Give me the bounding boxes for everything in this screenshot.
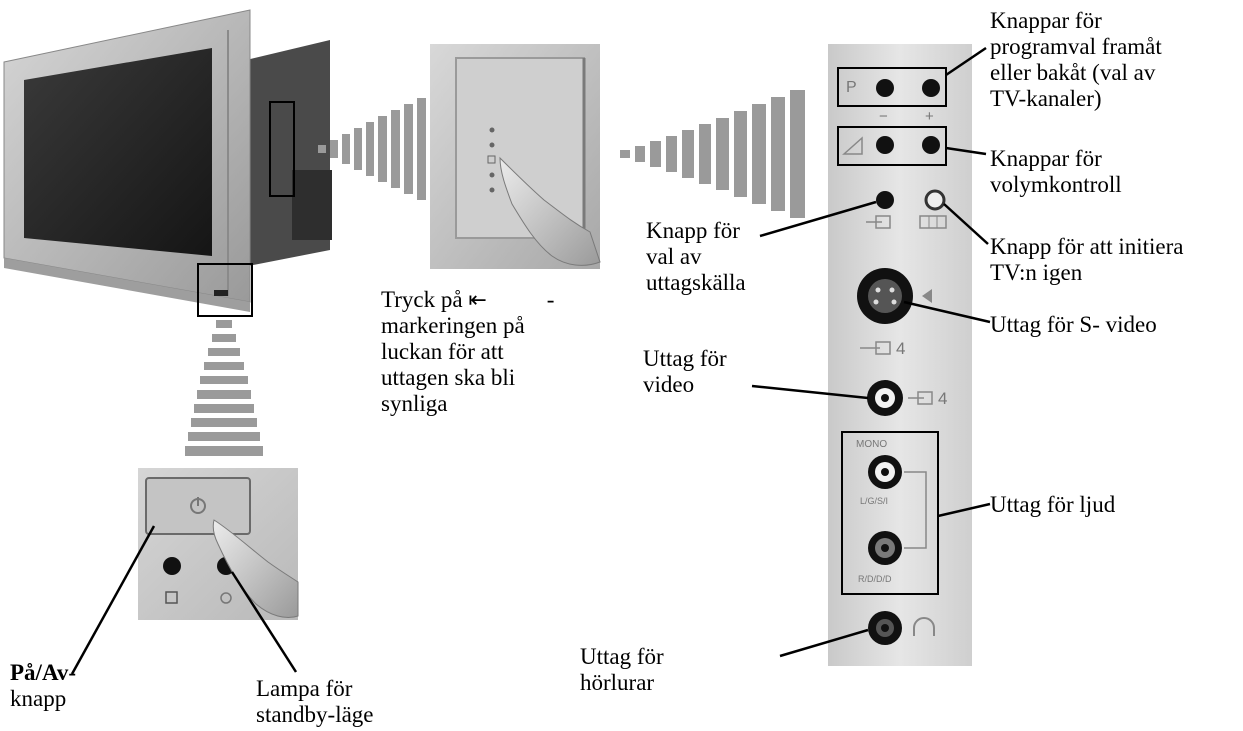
label-standby: Lampa för standby-läge xyxy=(256,676,374,727)
door-marking-icon: ⇤ xyxy=(468,288,487,313)
volume-down-button[interactable] xyxy=(876,136,894,154)
svg-text:−: − xyxy=(879,108,888,125)
input-select-button[interactable] xyxy=(876,191,894,209)
reset-button[interactable] xyxy=(924,189,946,211)
label-volume-buttons: Knappar för volymkontroll xyxy=(990,146,1122,197)
hand-pointing-icon xyxy=(499,156,601,266)
svg-text:L/G/S/I: L/G/S/I xyxy=(860,496,888,506)
video-input-icon xyxy=(908,391,933,405)
zoom-ray-panel xyxy=(620,90,805,218)
zoom-ray-side xyxy=(318,98,426,200)
channel-minus-button[interactable] xyxy=(876,79,894,97)
power-closeup xyxy=(138,468,299,620)
svg-text:R/D/D/D: R/D/D/D xyxy=(858,574,892,584)
volume-up-button[interactable] xyxy=(922,136,940,154)
label-input-select: Knapp för val av uttagskälla xyxy=(646,218,746,295)
input-select-icon xyxy=(866,215,891,229)
label-svideo: Uttag för S- video xyxy=(990,312,1157,337)
door-closeup xyxy=(430,44,601,269)
hand-pressing-icon xyxy=(212,519,299,618)
svg-text:MONO: MONO xyxy=(856,439,887,450)
label-headphones: Uttag för hörlurar xyxy=(580,644,664,695)
svg-text:4: 4 xyxy=(896,339,905,358)
svg-text:4: 4 xyxy=(938,389,947,408)
channel-plus-button[interactable] xyxy=(922,79,940,97)
label-power-button-line2: knapp xyxy=(10,686,67,711)
svg-text:+: + xyxy=(925,108,934,125)
zoom-ray-bottom xyxy=(185,320,263,456)
label-channel-buttons: Knappar för programval framåt eller bakå… xyxy=(990,8,1162,111)
leader-lines xyxy=(70,46,991,675)
headphone-icon xyxy=(913,617,935,636)
label-door-line1: Tryck på ⇤- xyxy=(381,287,555,313)
reset-icon xyxy=(919,215,947,229)
volume-icon xyxy=(842,136,863,155)
tv-illustration xyxy=(3,9,332,317)
svideo-input-icon xyxy=(860,341,891,355)
label-reset-button: Knapp för att initiera TV:n igen xyxy=(990,234,1184,285)
label-door-instructions: markeringen på luckan för att uttagen sk… xyxy=(381,313,525,416)
connector-panel: P − + xyxy=(828,44,972,666)
label-video: Uttag för video xyxy=(643,346,727,397)
label-power-button: På/Av- xyxy=(10,660,77,685)
label-audio: Uttag för ljud xyxy=(990,492,1116,517)
channel-letter: P xyxy=(846,79,857,96)
